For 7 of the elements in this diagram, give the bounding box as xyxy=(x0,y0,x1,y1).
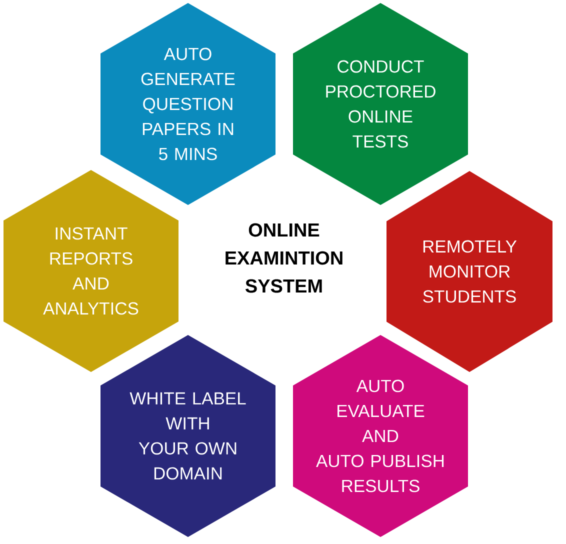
hexagon: AUTO GENERATE QUESTION PAPERS IN 5 MINS xyxy=(100,3,276,205)
hexagon: AUTO EVALUATE AND AUTO PUBLISH RESULTS xyxy=(293,335,468,537)
title: ONLINE EXAMINTION SYSTEM xyxy=(226,223,342,293)
hexagon: WHITE LABEL WITH YOUR OWN DOMAIN xyxy=(100,335,276,537)
hexagon: CONDUCT PROCTORED ONLINE TESTS xyxy=(293,3,468,205)
hexagon: INSTANT REPORTS AND ANALYTICS xyxy=(4,170,178,372)
hexagon: REMOTELY MONITOR STUDENTS xyxy=(386,171,552,372)
